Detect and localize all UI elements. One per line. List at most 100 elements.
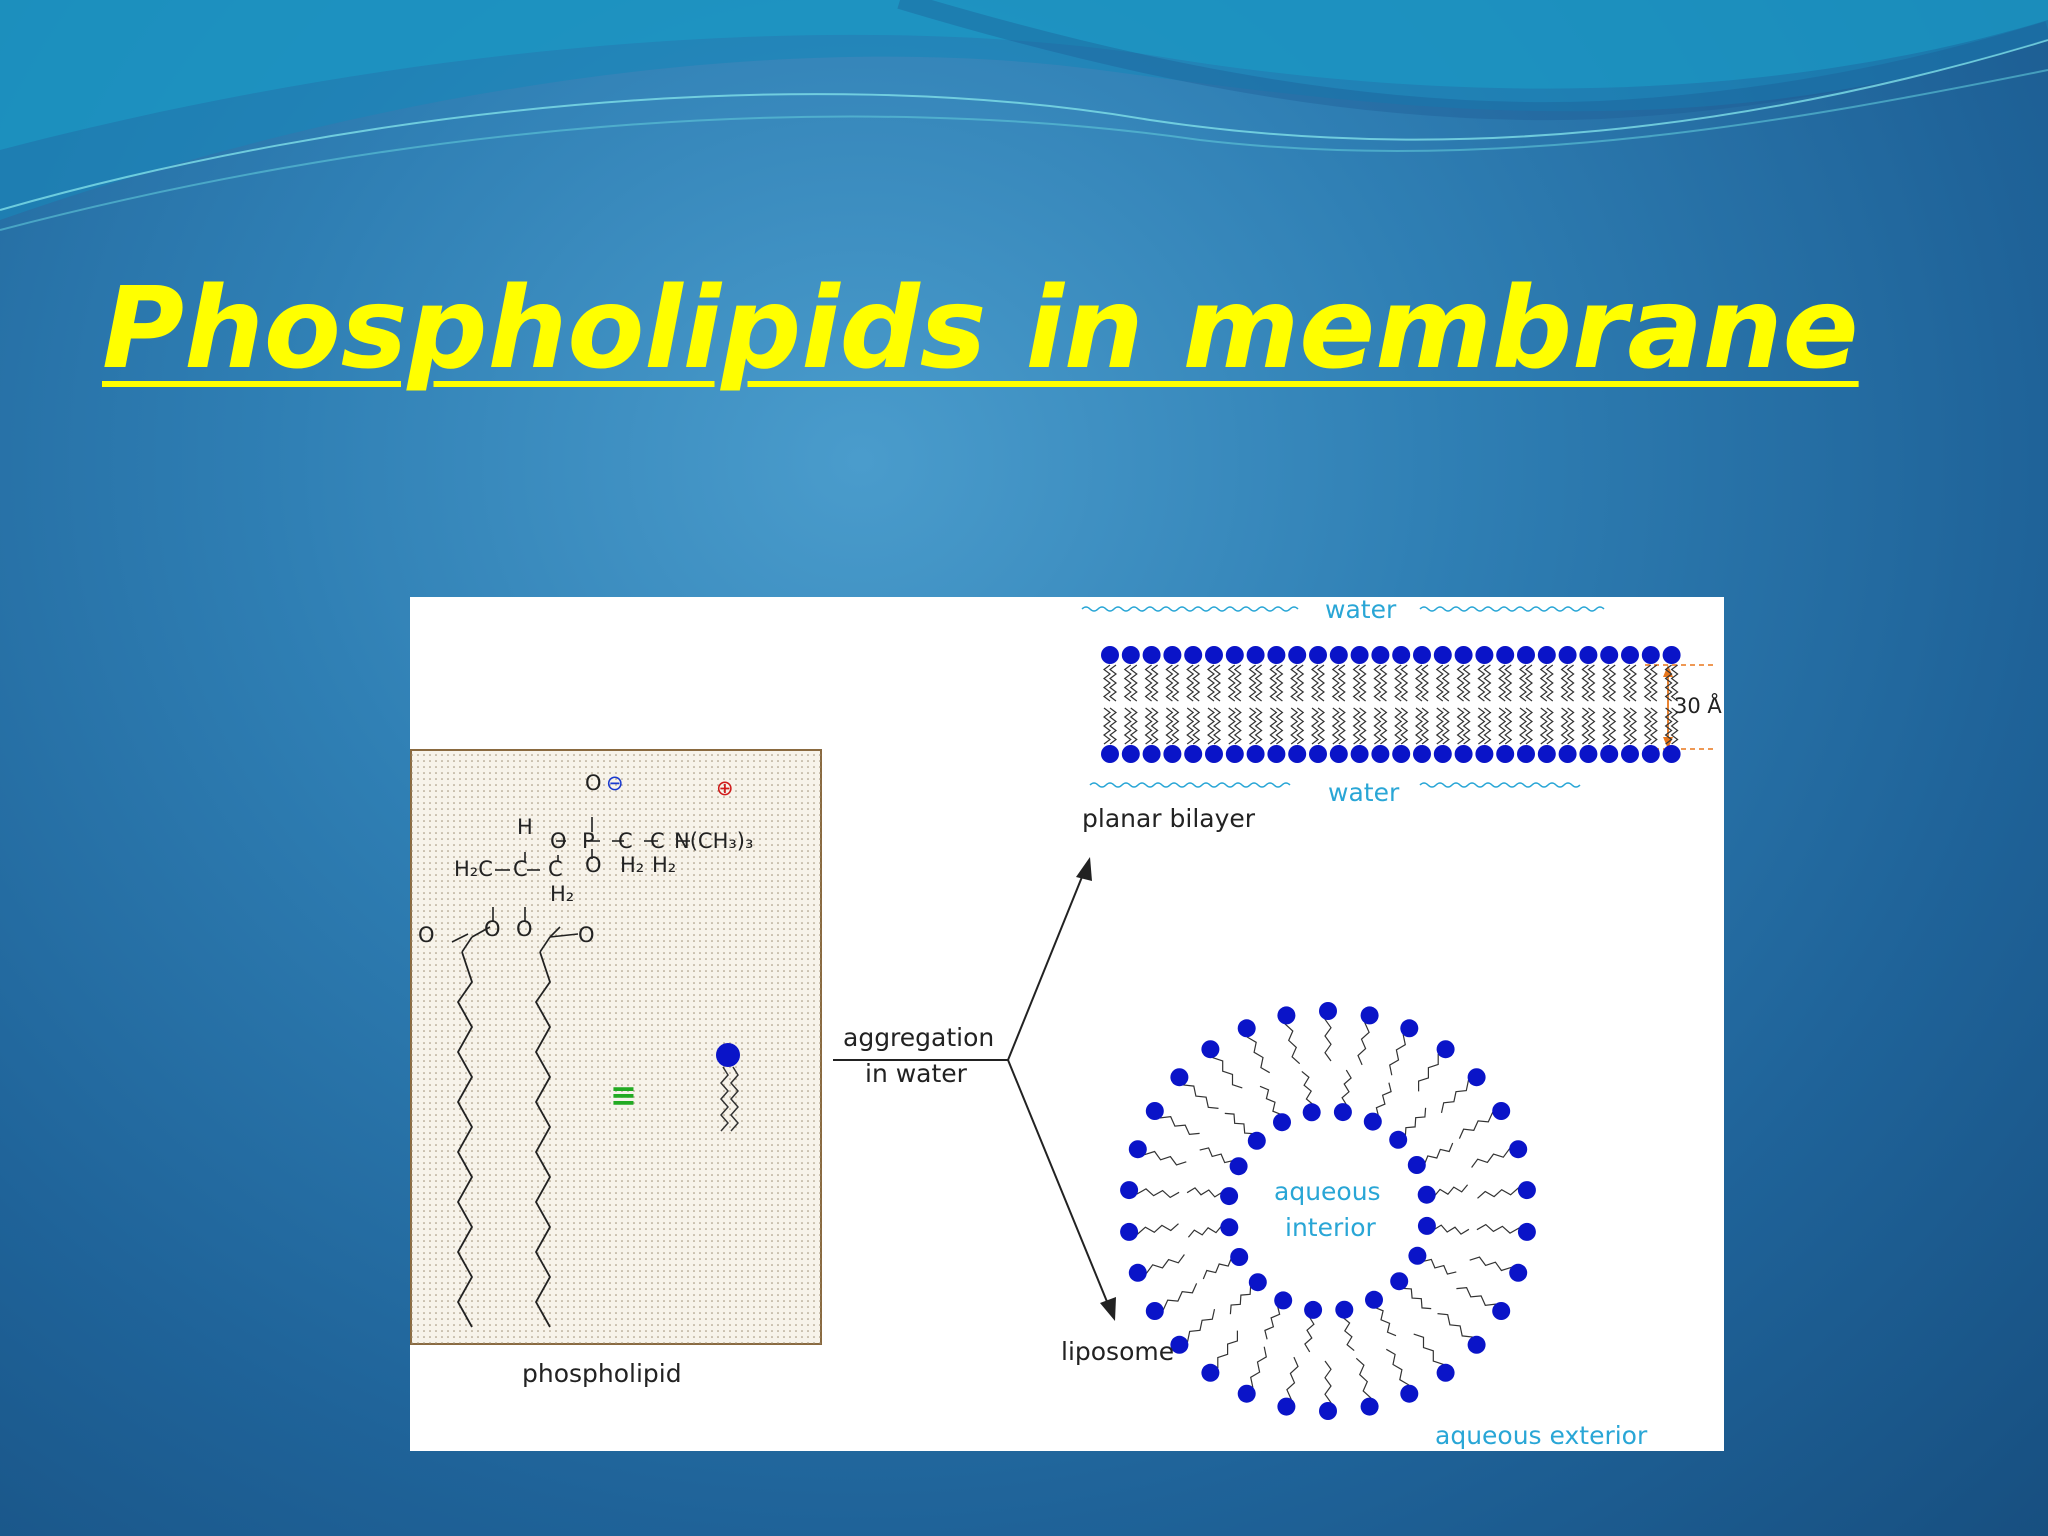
liposome-outer-head (1400, 1019, 1419, 1038)
liposome-inner-head (1304, 1300, 1323, 1319)
bilayer-head (1142, 646, 1161, 664)
decorative-waves (0, 0, 2048, 231)
liposome-outer-head (1128, 1263, 1147, 1282)
liposome-outer-head (1517, 1181, 1536, 1200)
liposome-outer-head (1467, 1068, 1486, 1087)
bilayer-tail (1545, 707, 1554, 745)
glycerol-h2: H₂ (550, 882, 575, 906)
bilayer-head (1496, 646, 1515, 664)
planar-bilayer-label: planar bilayer (1082, 804, 1256, 833)
oxygen-link-phosphate: O (550, 829, 567, 853)
water-squiggle-bottom-left (1089, 782, 1291, 788)
bilayer-tail (1587, 707, 1596, 745)
bilayer-tail (1296, 707, 1305, 745)
liposome-outer-head (1509, 1263, 1528, 1282)
bilayer-tail (1207, 707, 1215, 745)
arrow-to-liposome (1007, 1059, 1111, 1310)
bilayer-head (1371, 646, 1390, 664)
bilayer-tail (1415, 707, 1423, 745)
bilayer-tail (1581, 664, 1590, 702)
liposome-inner-head (1302, 1103, 1321, 1122)
bilayer-tail (1379, 664, 1388, 702)
bilayer-head (1454, 646, 1473, 664)
bilayer-tail (1109, 707, 1117, 745)
bilayer-tail (1123, 707, 1132, 745)
liposome-inner-head (1407, 1156, 1426, 1174)
bilayer-tail (1649, 707, 1658, 745)
liposome-outer-head (1170, 1335, 1189, 1354)
bilayer-head (1662, 745, 1681, 763)
bilayer-head (1246, 745, 1265, 763)
bilayer-head (1621, 745, 1639, 763)
page-title: Phospholipids in membrane (102, 264, 1859, 394)
bilayer-tail (1379, 707, 1388, 745)
bilayer-tail (1269, 664, 1278, 702)
bilayer-tail (1525, 664, 1533, 702)
aqueous-interior-label-1: aqueous (1274, 1177, 1381, 1206)
bilayer-tail (1587, 664, 1596, 702)
liposome-inner-head (1220, 1218, 1239, 1237)
bilayer-head (1205, 745, 1223, 763)
choline-c1: C (618, 829, 633, 853)
bilayer-tail (1602, 664, 1611, 702)
bilayer-tail (1629, 707, 1637, 745)
bilayer-head (1392, 646, 1411, 664)
liposome-inner-head (1230, 1248, 1249, 1266)
bilayer-tail (1103, 664, 1111, 702)
bilayer-head (1101, 745, 1119, 763)
bilayer-tail (1643, 664, 1652, 702)
bilayer-tail (1352, 707, 1361, 745)
choline-c2: C (650, 829, 665, 853)
bilayer-tail (1504, 707, 1513, 745)
bilayer-head (1246, 646, 1265, 664)
bilayer-head (1537, 646, 1556, 664)
aqueous-interior-label-2: interior (1285, 1213, 1376, 1242)
bilayer-tail (1337, 664, 1346, 702)
bilayer-tail (1519, 664, 1527, 702)
bilayer-tail (1441, 707, 1450, 745)
bilayer-head (1350, 745, 1369, 763)
liposome-outer-head (1201, 1363, 1220, 1382)
bilayer-tail (1311, 707, 1319, 745)
bilayer-tail (1477, 664, 1486, 702)
right-fatty-acid-chain (534, 951, 552, 1328)
liposome-outer-head (1120, 1181, 1139, 1200)
bilayer-head (1621, 646, 1639, 664)
bilayer-tail (1150, 707, 1159, 745)
liposome-inner-head (1408, 1246, 1427, 1265)
bilayer-head (1288, 745, 1307, 763)
phospholipid-label: phospholipid (522, 1359, 682, 1388)
bilayer-tail (1296, 664, 1305, 702)
bilayer-tail (1129, 707, 1138, 745)
bilayer-tail (1435, 664, 1444, 702)
bilayer-tail (1337, 707, 1346, 745)
bilayer-tail (1227, 664, 1236, 702)
bilayer-tail (1192, 664, 1201, 702)
bilayer-tail (1248, 664, 1257, 702)
liposome-vesicle (1120, 1002, 1536, 1420)
bilayer-tail (1498, 664, 1507, 702)
liposome-inner-head (1363, 1112, 1382, 1131)
bilayer-tail (1290, 707, 1299, 745)
bilayer-head (1392, 745, 1411, 763)
liposome-outer-head (1492, 1302, 1511, 1320)
bilayer-tail (1608, 707, 1617, 745)
bilayer-tail (1483, 707, 1492, 745)
bilayer-tail (1144, 707, 1153, 745)
bilayer-head (1267, 646, 1286, 664)
bilayer-tail (1483, 664, 1492, 702)
bilayer-tail (1649, 664, 1658, 702)
bilayer-tail (1623, 707, 1631, 745)
water-squiggle-top-right (1419, 606, 1605, 612)
liposome-outer-head (1492, 1102, 1511, 1120)
bilayer-head (1558, 646, 1577, 664)
bilayer-head (1600, 646, 1619, 664)
bilayer-tail (1331, 664, 1340, 702)
bilayer-head (1433, 646, 1452, 664)
bilayer-tail (1248, 707, 1257, 745)
bilayer-head (1121, 646, 1140, 664)
bilayer-tail (1171, 707, 1180, 745)
bilayer-tail (1275, 707, 1284, 745)
bilayer-tail (1462, 664, 1471, 702)
liposome-inner-head (1273, 1113, 1291, 1132)
